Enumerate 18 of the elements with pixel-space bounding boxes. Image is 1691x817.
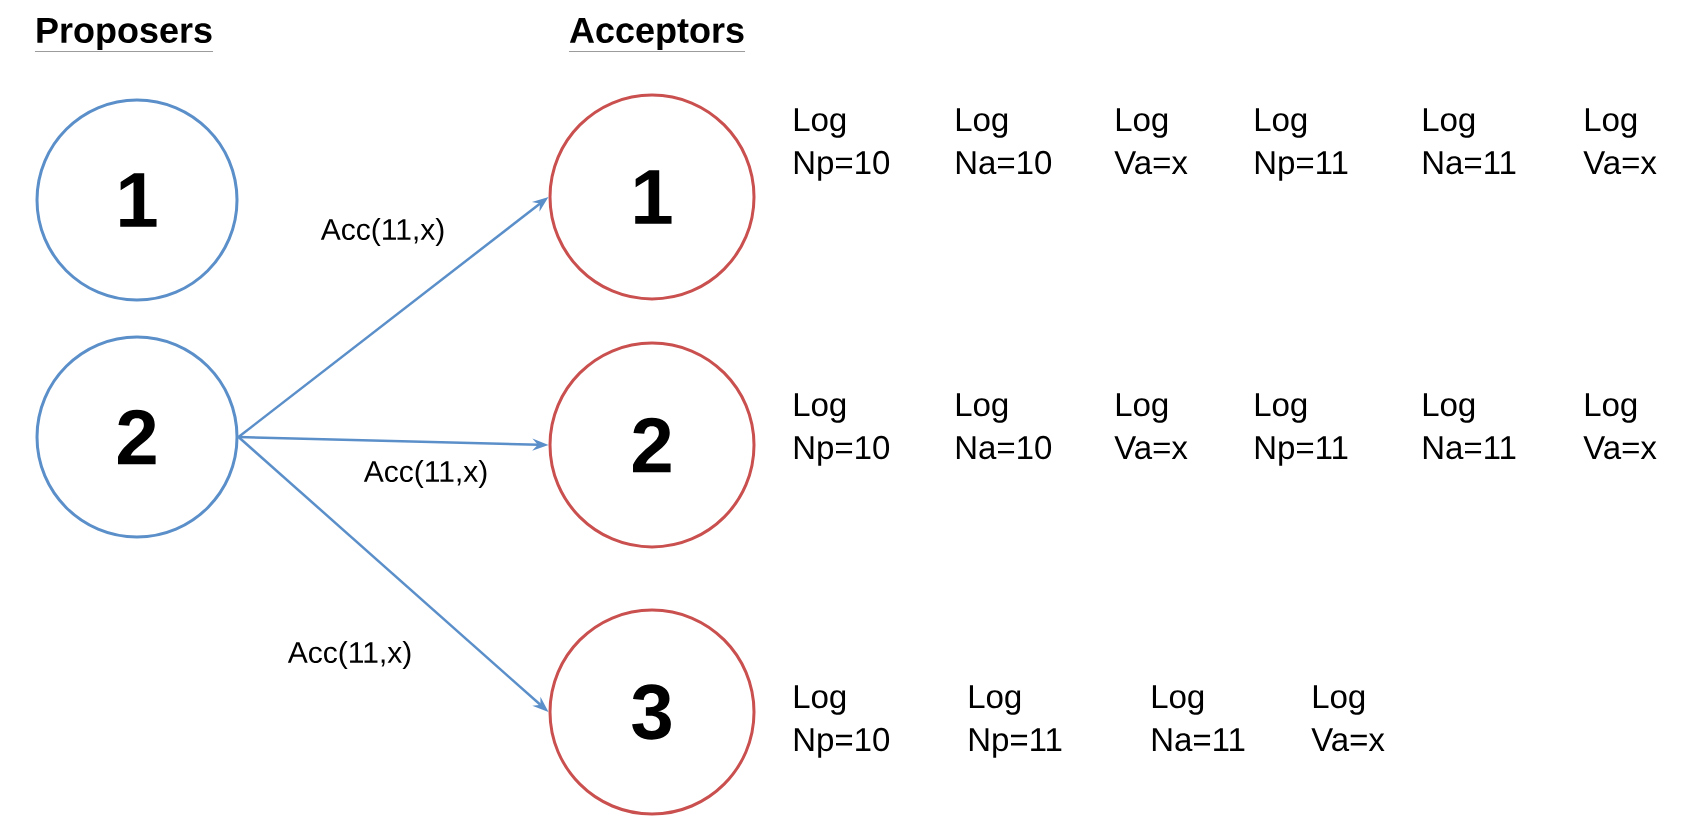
log-entry: Log Np=11 xyxy=(969,685,1062,758)
log-entry: Log Np=11 xyxy=(1255,108,1348,181)
log-entry: Log Va=x xyxy=(1583,393,1657,460)
log-entry: Log Np=11 xyxy=(1255,393,1348,466)
log-entry: Log Na=10 xyxy=(956,393,1052,460)
log-entry: Log Na=11 xyxy=(1423,393,1516,460)
edge-label: Acc(11,x) xyxy=(361,458,491,490)
column-heading: Proposers xyxy=(34,17,214,52)
log-entry: Log Va=x xyxy=(1311,685,1385,752)
log-entry: Log Na=11 xyxy=(1423,108,1516,175)
log-entry: Log Np=10 xyxy=(794,108,890,181)
log-entry: Log Va=x xyxy=(1583,108,1657,175)
edge-label: Acc(11,x) xyxy=(318,216,448,248)
log-entry: Log Na=11 xyxy=(1152,685,1245,752)
log-entry: Log Na=10 xyxy=(956,108,1052,175)
log-entry: Log Va=x xyxy=(1114,393,1188,460)
log-entry: Log Va=x xyxy=(1114,108,1188,175)
edge-label: Acc(11,x) xyxy=(285,639,415,671)
